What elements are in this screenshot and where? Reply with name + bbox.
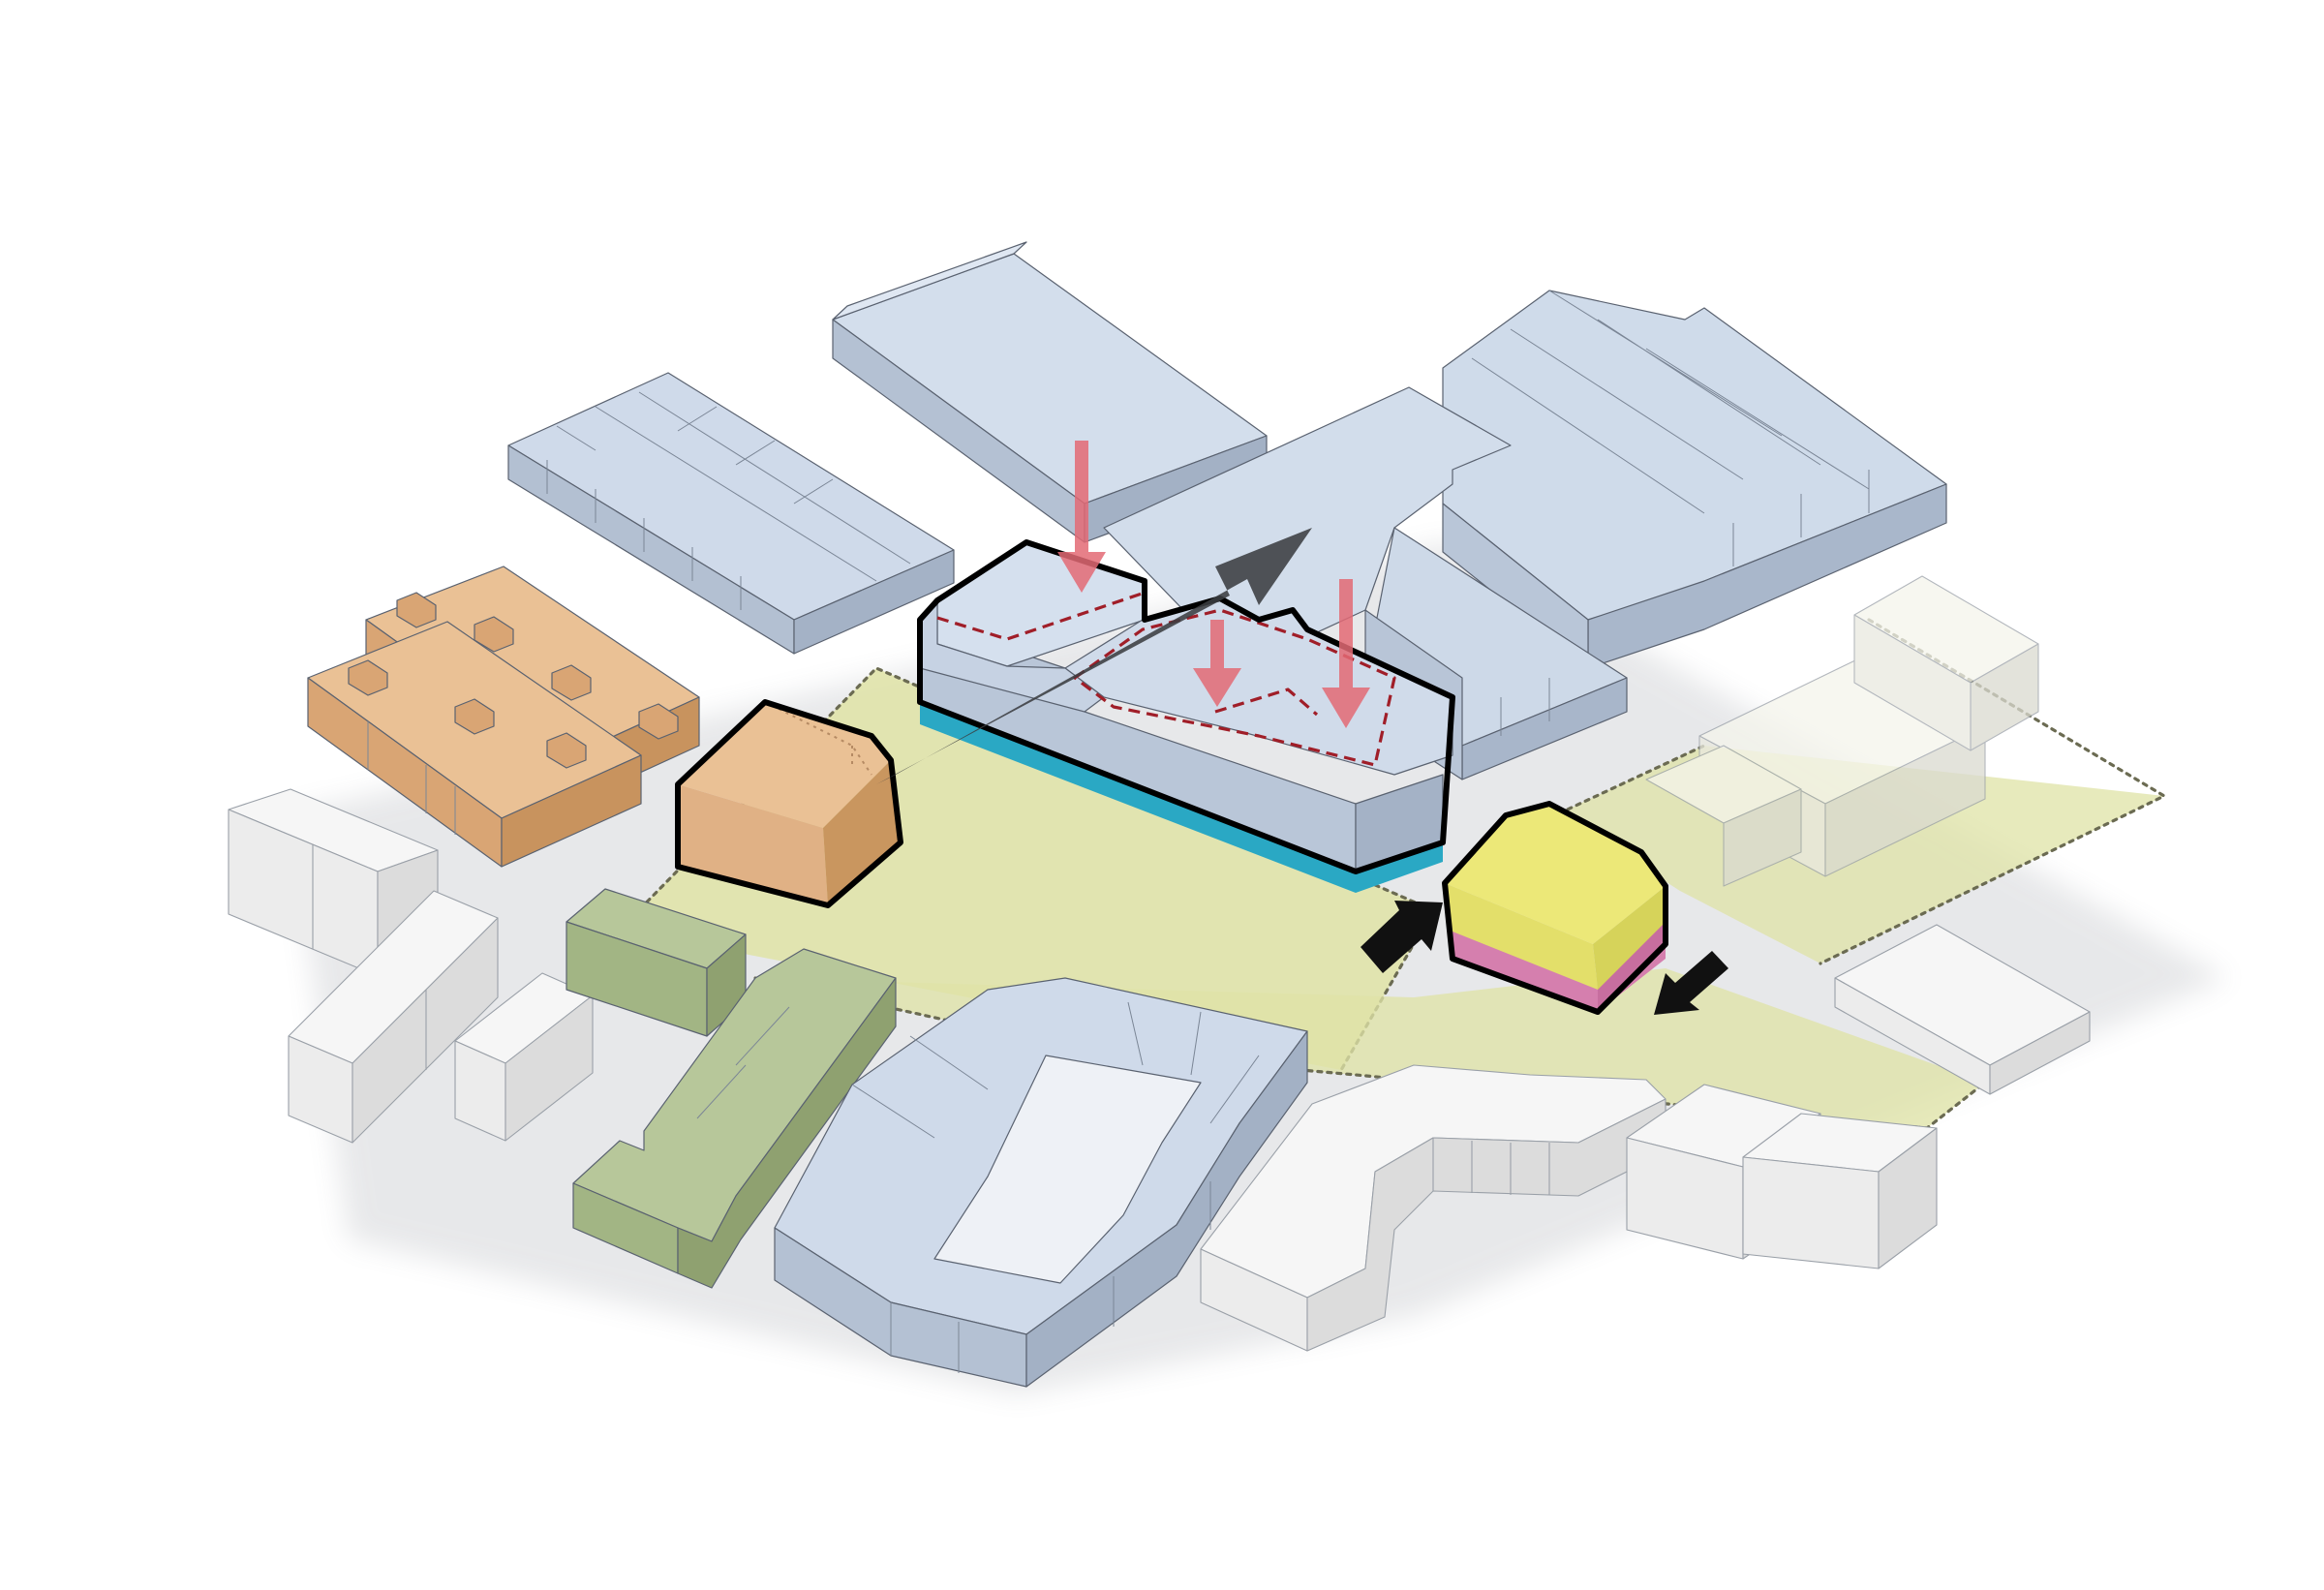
extension-arrow-red-2 bbox=[1193, 620, 1241, 707]
access-arrow-black-out bbox=[1654, 951, 1728, 1015]
context-building-south-curve bbox=[1200, 1064, 1667, 1352]
existing-building-courtyard bbox=[774, 977, 1308, 1388]
green-building-l-shape bbox=[572, 948, 897, 1289]
context-building-west-3 bbox=[454, 972, 594, 1142]
context-building-east-translucent bbox=[1645, 575, 2039, 887]
existing-building-north-long bbox=[832, 241, 1268, 543]
new-building-orange-corner bbox=[675, 699, 903, 908]
context-building-west-2 bbox=[288, 890, 499, 1144]
movement-arrow-dark bbox=[876, 528, 1312, 784]
access-arrow-black-in bbox=[1361, 901, 1443, 973]
new-building-yellow-pink bbox=[1442, 801, 1668, 1015]
existing-building-northwest-row bbox=[507, 372, 955, 655]
existing-building-east-warehouse bbox=[1442, 290, 1947, 669]
extension-arrow-red-3 bbox=[1322, 579, 1370, 728]
new-building-central bbox=[917, 539, 1455, 893]
context-building-east-low bbox=[1834, 924, 2091, 1095]
context-building-southeast-2 bbox=[1742, 1113, 1938, 1269]
heritage-building-west-front bbox=[307, 621, 642, 868]
extension-arrow-red-1 bbox=[1057, 441, 1106, 593]
